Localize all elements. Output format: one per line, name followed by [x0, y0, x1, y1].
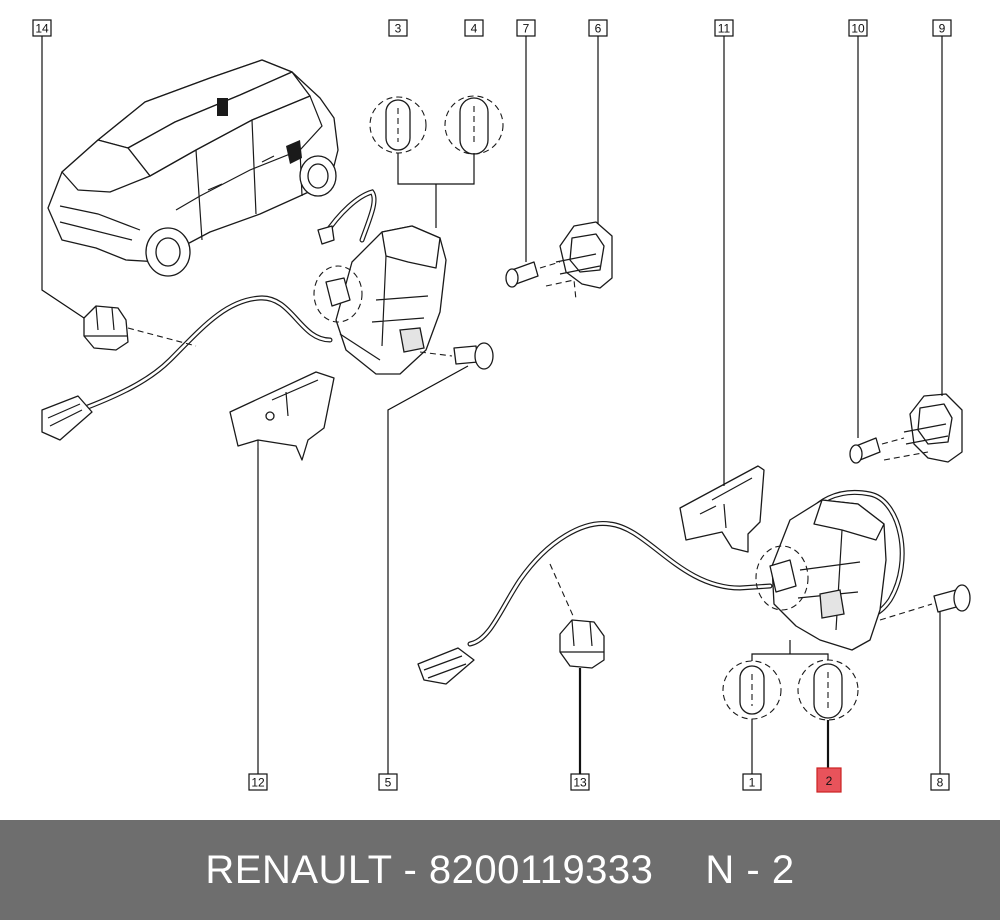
seal-3: [369, 96, 427, 154]
callout-8: 8: [930, 773, 950, 791]
svg-text:1: 1: [749, 776, 756, 790]
callout-7: 7: [516, 19, 536, 37]
bracket-12: [229, 371, 335, 776]
svg-text:10: 10: [851, 22, 865, 36]
callout-9: 9: [932, 19, 952, 37]
cable-clip-14: [83, 305, 197, 351]
part-number-footer: RENAULT - 8200119333 N - 2: [0, 820, 1000, 920]
seal-4: [444, 95, 504, 155]
callout-13: 13: [570, 773, 590, 791]
callout-11: 11: [714, 19, 734, 37]
striker-9: [883, 393, 963, 463]
callout-12: 12: [248, 773, 268, 791]
svg-text:9: 9: [939, 22, 946, 36]
striker-6: [545, 221, 613, 301]
callout-1: 1: [742, 773, 762, 791]
front-door-lock-mechanism: [313, 189, 447, 375]
seal-2: [797, 659, 859, 721]
front-cable-assembly: [41, 295, 333, 441]
callout-6: 6: [588, 19, 608, 37]
rear-cable-assembly: [417, 521, 773, 685]
screw-8: [879, 584, 971, 776]
callout-4: 4: [464, 19, 484, 37]
svg-text:14: 14: [35, 22, 49, 36]
seal-1: [722, 660, 782, 720]
diagram-position: N - 2: [705, 847, 795, 892]
bracket-11: [679, 36, 765, 553]
svg-text:12: 12: [251, 776, 265, 790]
screw-5: [387, 342, 494, 776]
svg-text:11: 11: [718, 22, 731, 36]
screw-10: [849, 437, 905, 464]
callout-2-highlighted: 2: [816, 767, 842, 793]
callout-14: 14: [32, 19, 52, 37]
brand-part-number: RENAULT - 8200119333: [205, 847, 654, 892]
svg-text:13: 13: [573, 776, 587, 790]
rear-door-lock-mechanism: [755, 490, 905, 651]
exploded-parts-diagram: 14 3 4 7 6 11 10 9 12 5 13 1: [32, 19, 971, 793]
screw-7: [505, 261, 561, 288]
callout-5: 5: [378, 773, 398, 791]
callout-3: 3: [388, 19, 408, 37]
cable-clip-13: [559, 619, 605, 776]
svg-text:6: 6: [595, 22, 602, 36]
svg-text:7: 7: [523, 22, 530, 36]
callout-10: 10: [848, 19, 868, 37]
svg-text:3: 3: [395, 22, 402, 36]
svg-text:2: 2: [826, 774, 833, 788]
svg-text:5: 5: [385, 776, 392, 790]
svg-text:4: 4: [471, 22, 478, 36]
svg-text:8: 8: [937, 776, 944, 790]
vehicle-illustration: [47, 59, 339, 277]
